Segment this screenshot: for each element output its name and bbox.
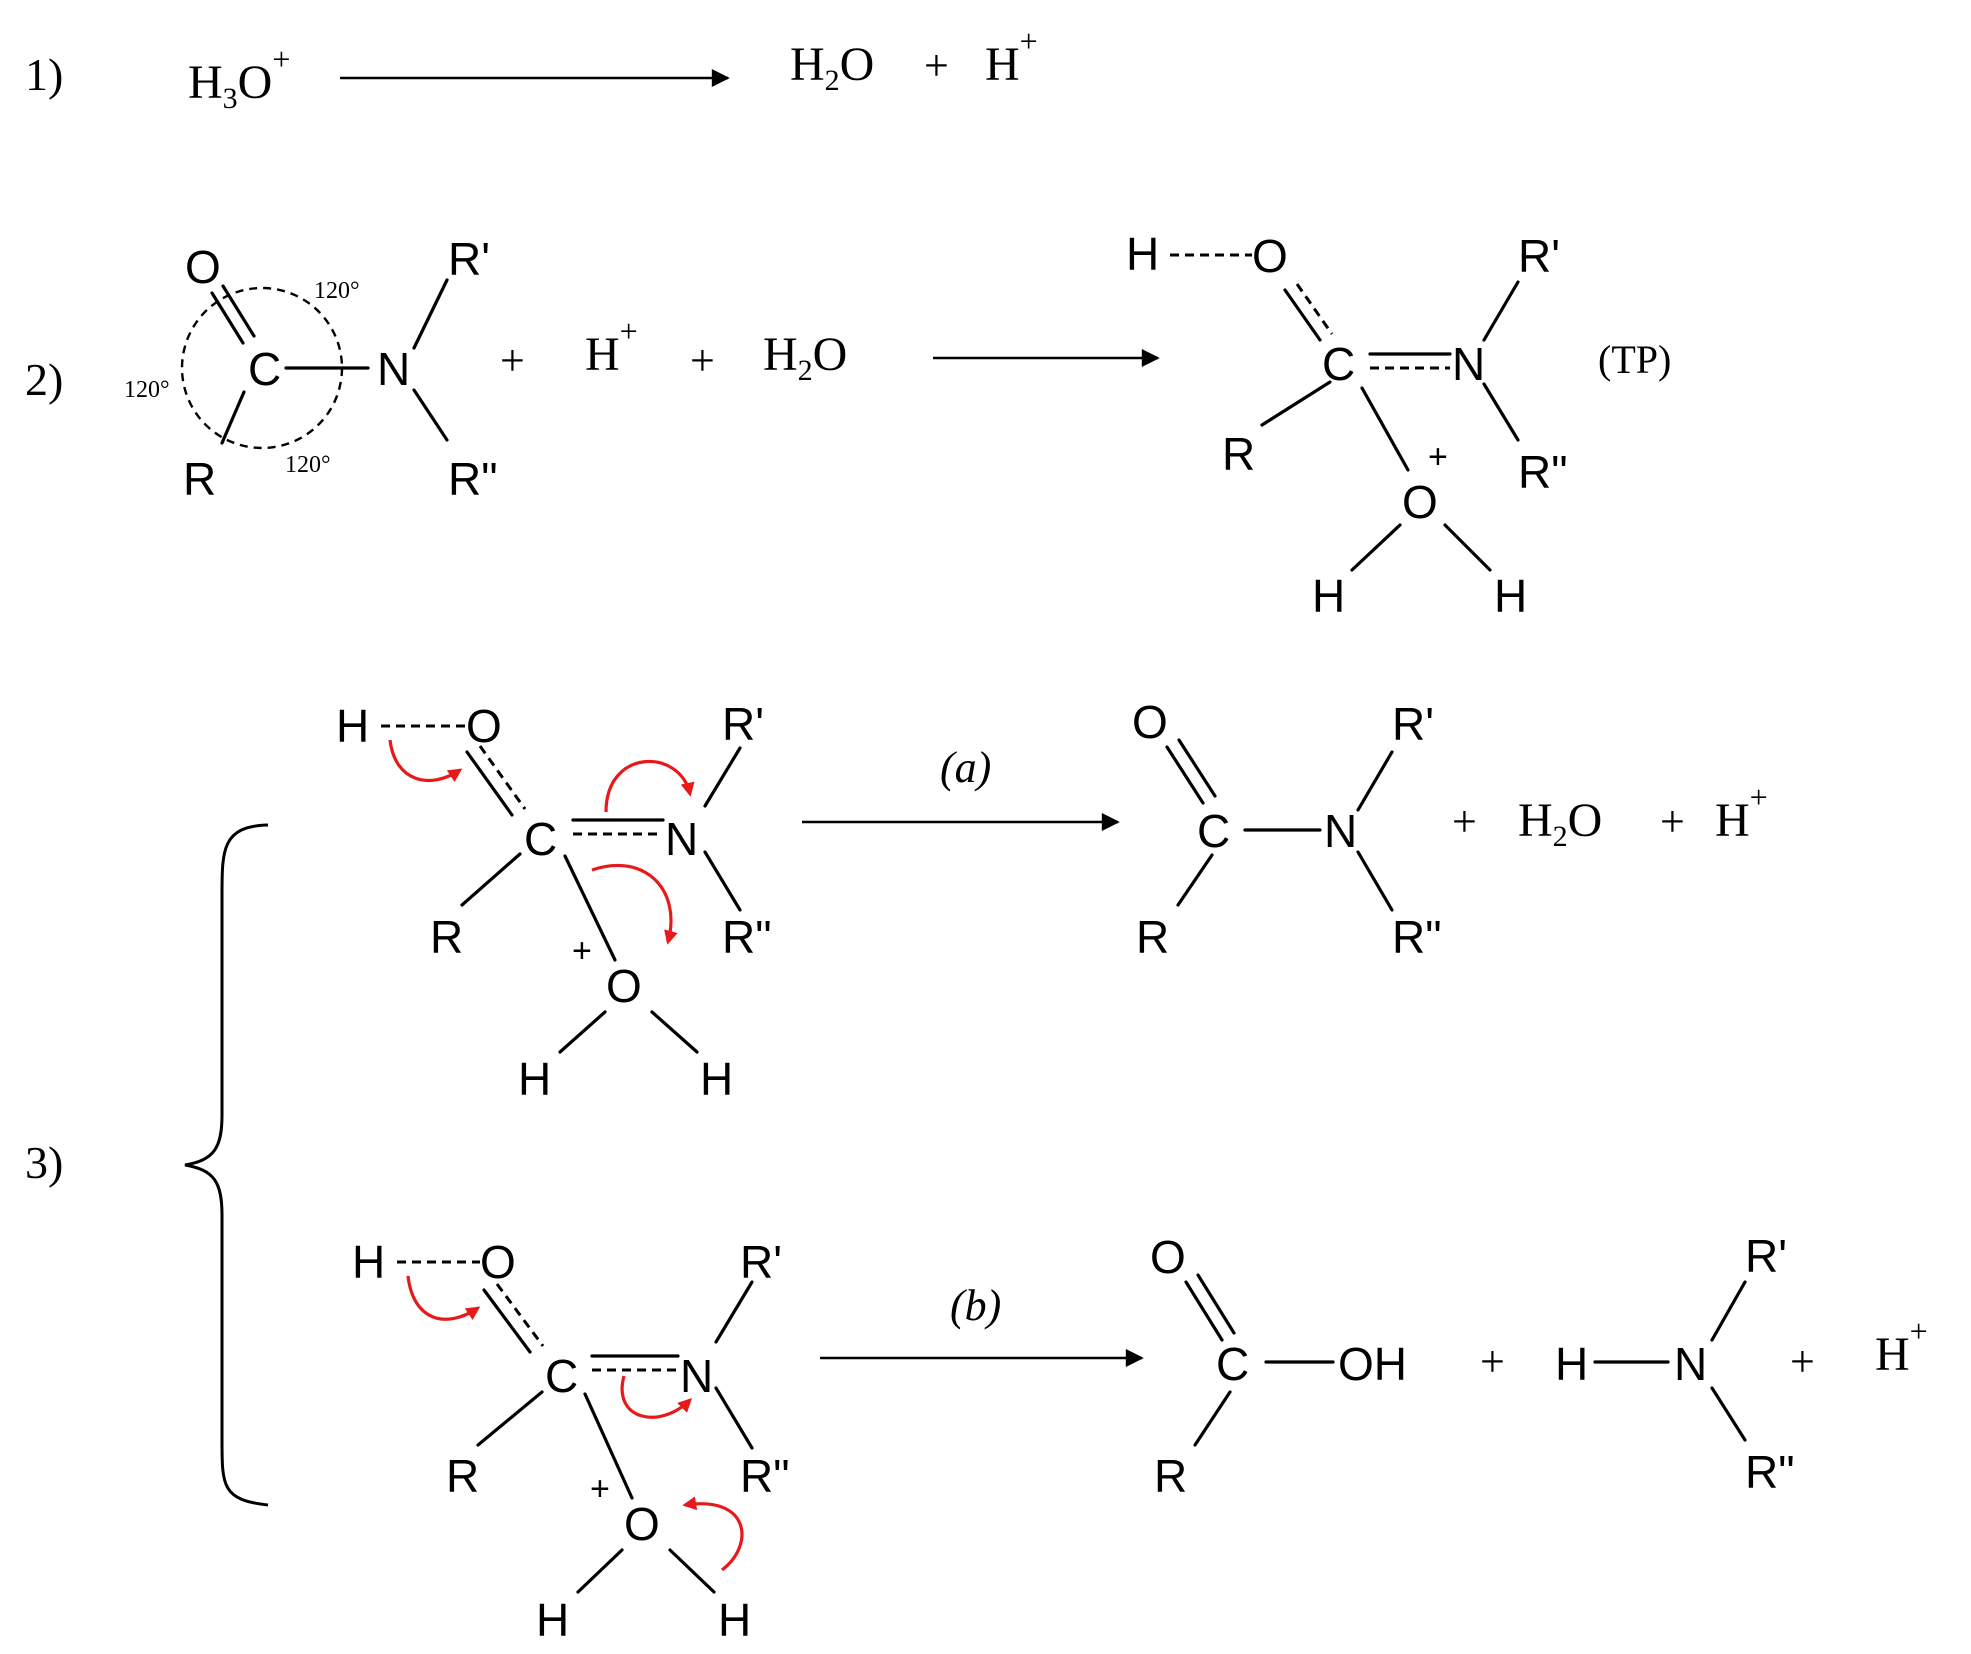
step-1: 1) H3O+ H2O + H+ (25, 23, 1038, 115)
atom-R-double-prime: R" (1518, 446, 1568, 498)
atom-R-double-prime: R" (722, 911, 772, 963)
electron-arrow-red (388, 739, 463, 783)
atom-O-oxonium: O (624, 1498, 660, 1550)
atom-R-double-prime: R" (448, 453, 498, 505)
atom-OH: OH (1338, 1338, 1407, 1390)
atom-R: R (183, 453, 216, 505)
atom-H: H (1312, 570, 1345, 622)
proton-product: H+ (1715, 779, 1768, 847)
atom-O: O (1132, 696, 1168, 748)
atom-R: R (1136, 911, 1169, 963)
atom-R-double-prime: R" (1745, 1446, 1795, 1498)
atom-N: N (680, 1350, 713, 1402)
water-reactant: H2O (763, 328, 847, 387)
water-product: H2O (1518, 794, 1602, 853)
charge-plus: + (572, 932, 592, 970)
plus-sign: + (500, 336, 525, 385)
curly-brace (184, 823, 269, 1507)
atom-R-double-prime: R" (1392, 911, 1442, 963)
tp-reactant-b: H O C N R R' R" + O H H (352, 1236, 790, 1646)
atom-C: C (1197, 805, 1230, 857)
atom-R-prime: R' (1518, 230, 1560, 282)
atom-R: R (446, 1450, 479, 1502)
amide-product-a: O C N R R' R" (1132, 696, 1442, 963)
atom-C: C (545, 1350, 578, 1402)
carboxylic-acid-product: O C OH R (1150, 1231, 1407, 1502)
amine-product: H N R' R" (1555, 1230, 1795, 1498)
transition-product: H O C N R R' R" + O H H (TP) (1126, 228, 1671, 622)
atom-H: H (1494, 570, 1527, 622)
atom-N: N (1452, 338, 1485, 390)
atom-O-oxonium: O (606, 960, 642, 1012)
hydronium-formula: H3O+ (188, 41, 290, 115)
electron-arrow-red (591, 863, 678, 945)
proton-product: H+ (1875, 1313, 1928, 1381)
plus-sign: + (690, 336, 715, 385)
atom-C: C (248, 343, 281, 395)
pathway-b-label: (b) (950, 1281, 1001, 1330)
electron-arrow-red (406, 1275, 481, 1321)
pathway-a: H O C N R R' R" + O H H (a) (336, 696, 1768, 1105)
step-3-label: 3) (25, 1137, 63, 1188)
atom-O-oxonium: O (1402, 476, 1438, 528)
amide-reactant: O C N R R' R" 120° 120° 120° (124, 233, 498, 505)
atom-H: H (536, 1594, 569, 1646)
proton-product: H+ (985, 23, 1038, 91)
atom-C: C (1322, 338, 1355, 390)
step-2-label: 2) (25, 354, 63, 405)
plus-sign: + (1452, 797, 1477, 846)
tp-label: (TP) (1598, 337, 1671, 382)
step-1-label: 1) (25, 49, 63, 100)
atom-O: O (1150, 1231, 1186, 1283)
proton-reactant: H+ (585, 313, 638, 381)
plus-sign: + (1660, 797, 1685, 846)
atom-R: R (1154, 1450, 1187, 1502)
plus-sign: + (924, 41, 949, 90)
pathway-b: H O C N R R' R" + O H H (b) (352, 1230, 1928, 1646)
electron-arrow-red (604, 760, 695, 813)
atom-C: C (524, 813, 557, 865)
electron-arrow-red (620, 1375, 692, 1419)
step-2: 2) O C N R R' R" 120° 120° 120° + H+ + H… (25, 228, 1671, 622)
atom-R-prime: R' (722, 698, 764, 750)
pathway-a-label: (a) (940, 743, 991, 792)
plus-sign: + (1480, 1337, 1505, 1386)
atom-R-double-prime: R" (740, 1450, 790, 1502)
atom-R-prime: R' (740, 1236, 782, 1288)
atom-N: N (377, 343, 410, 395)
plus-sign: + (1790, 1337, 1815, 1386)
step-3: 3) H O C N R R' R" (25, 696, 1928, 1646)
atom-N: N (665, 813, 698, 865)
water-product: H2O (790, 38, 874, 97)
tp-reactant-a: H O C N R R' R" + O H H (336, 698, 772, 1105)
atom-H: H (352, 1236, 385, 1288)
atom-H: H (700, 1053, 733, 1105)
atom-N: N (1674, 1338, 1707, 1390)
atom-H: H (1126, 228, 1159, 280)
angle-label-top: 120° (314, 278, 360, 304)
atom-H: H (518, 1053, 551, 1105)
atom-H: H (336, 700, 369, 752)
atom-H: H (1555, 1338, 1588, 1390)
charge-plus: + (590, 1470, 610, 1508)
atom-R-prime: R' (1745, 1230, 1787, 1282)
atom-H: H (718, 1594, 751, 1646)
angle-label-bottom: 120° (285, 452, 331, 478)
atom-C: C (1216, 1338, 1249, 1390)
atom-R: R (430, 911, 463, 963)
charge-plus: + (1428, 438, 1448, 476)
atom-O: O (185, 241, 221, 293)
atom-O: O (480, 1236, 516, 1288)
electron-arrow-red (682, 1496, 744, 1572)
atom-R-prime: R' (1392, 698, 1434, 750)
atom-N: N (1324, 805, 1357, 857)
atom-R: R (1222, 428, 1255, 480)
angle-label-left: 120° (124, 377, 170, 403)
atom-R-prime: R' (448, 233, 490, 285)
atom-O: O (466, 700, 502, 752)
atom-O: O (1252, 230, 1288, 282)
